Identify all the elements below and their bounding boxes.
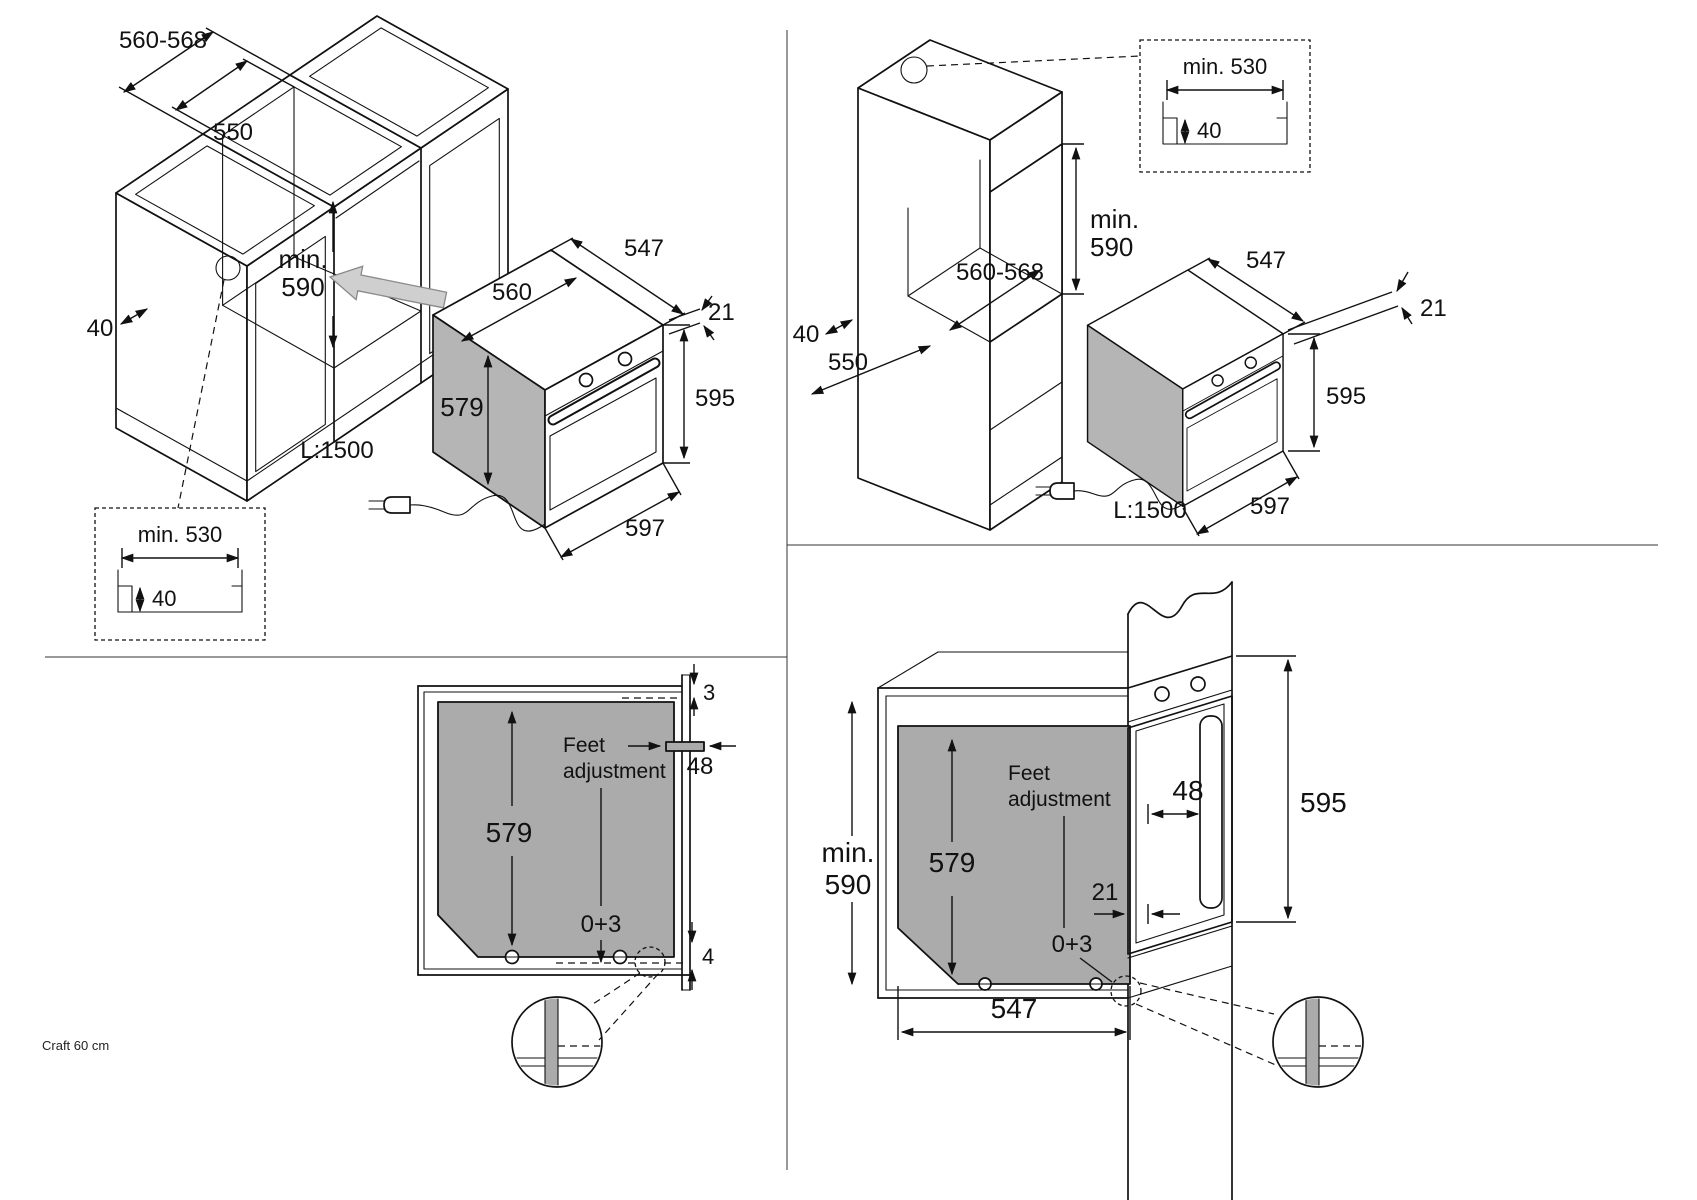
dim-label-3: 3 [703, 680, 715, 705]
dim-label-547: 547 [1246, 247, 1286, 274]
dimension-niche-width: 560-568 [118, 27, 291, 135]
dim-label-min: min. [822, 837, 875, 868]
inset-rail-label: 40 [152, 586, 176, 611]
oven-handle [1199, 715, 1223, 909]
cabinet-section [877, 687, 1129, 999]
dim-label-21: 21 [708, 299, 735, 326]
detail-marker-circle [900, 56, 928, 84]
feet-adjustment-label-2: adjustment [1008, 788, 1111, 811]
dim-label-min: min. [1090, 204, 1139, 234]
dim-label-547: 547 [991, 993, 1038, 1024]
dim-label-40: 40 [793, 321, 820, 348]
cable-length-label: L:1500 [1113, 497, 1186, 524]
dim-label-590: 590 [825, 869, 872, 900]
dim-label-niche-width: 560-568 [956, 259, 1044, 286]
dim-label-adjust-range: 0+3 [1052, 931, 1093, 958]
cable-length-label: L:1500 [300, 437, 373, 464]
mounting-bracket [665, 741, 705, 752]
dim-label-595: 595 [695, 385, 735, 412]
plug-icon [1049, 482, 1075, 500]
oven-knob-icon [1190, 676, 1206, 692]
dim-label-21: 21 [1092, 879, 1119, 906]
model-footnote: Craft 60 cm [42, 1038, 109, 1053]
oven-side-silhouette [437, 701, 675, 958]
break-line [1127, 581, 1233, 619]
niche-dimensions: min. 590 560-568 40 550 [793, 143, 1139, 395]
section-dimensions: min. 590 579 Feet adjustment 0+3 48 21 5… [822, 655, 1347, 1040]
dim-label-597: 597 [625, 515, 665, 542]
dim-label-adjust-range: 0+3 [581, 911, 622, 938]
dim-label-48: 48 [1172, 775, 1203, 806]
dim-label-40: 40 [87, 315, 114, 342]
detail-inset-rail: min. 530 40 [1139, 39, 1311, 173]
plug-icon [383, 496, 411, 514]
detail-circle [511, 996, 603, 1088]
cable-line [409, 494, 546, 532]
dim-label-590: 590 [1090, 232, 1133, 262]
quadrant-top-left: 560-568 550 min. 590 40 560 5 [87, 15, 735, 641]
dim-label-560: 560 [492, 279, 532, 306]
feet-adjustment-label-1: Feet [1008, 762, 1050, 785]
section-dimensions: 3 48 Feet adjustment 0+3 579 4 [486, 664, 736, 990]
oven-knob-icon [1154, 686, 1170, 702]
power-cable: L:1500 [1035, 478, 1187, 524]
dimension-front-rail: 40 [87, 308, 149, 342]
cable-line [1073, 478, 1184, 510]
dim-label-niche-inner: 550 [213, 119, 253, 146]
oven-tall-cabinet [1088, 270, 1284, 506]
inset-min-width-label: min. 530 [1183, 54, 1267, 79]
dim-label-niche-width: 560-568 [119, 27, 207, 54]
quadrant-dividers [45, 30, 1658, 1170]
dim-label-48: 48 [687, 753, 714, 780]
dim-label-550: 550 [828, 349, 868, 376]
quadrant-top-right: min. 530 40 min. 590 560-568 40 550 [793, 39, 1447, 537]
dimension-niche-height: min. 590 [278, 200, 338, 349]
corner-detail-callout [511, 946, 666, 1088]
detail-inset-rail: min. 530 40 [94, 507, 266, 641]
dim-label-21: 21 [1420, 295, 1447, 322]
inset-min-width-label: min. 530 [138, 522, 222, 547]
quadrant-bottom-right: min. 590 579 Feet adjustment 0+3 48 21 5… [822, 581, 1364, 1200]
dim-label-4: 4 [702, 944, 714, 969]
oven-door [1127, 695, 1233, 955]
detail-marker-circle [215, 255, 241, 281]
oven-dimensions: 560 547 579 595 597 21 [440, 235, 735, 561]
dim-label-min: min. [278, 244, 327, 274]
feet-adjustment-label-1: Feet [563, 734, 605, 757]
feet-adjustment-label-2: adjustment [563, 760, 666, 783]
dim-label-579: 579 [486, 817, 533, 848]
power-cable: L:1500 [300, 437, 546, 532]
oven-front-view [1127, 655, 1233, 999]
oven-dimensions: 547 21 595 597 [1182, 247, 1447, 537]
inset-rail-label: 40 [1197, 118, 1221, 143]
cabinet-door [255, 235, 326, 473]
dim-label-579: 579 [440, 392, 483, 422]
quadrant-bottom-left: 3 48 Feet adjustment 0+3 579 4 [417, 664, 736, 1088]
dimension-niche-inner-width: 550 [171, 58, 295, 146]
dim-label-547: 547 [624, 235, 664, 262]
dim-label-595: 595 [1326, 383, 1366, 410]
detail-circle [1272, 996, 1364, 1088]
dim-label-597: 597 [1250, 493, 1290, 520]
dim-label-590: 590 [281, 272, 324, 302]
insert-direction-arrow-icon [328, 265, 448, 309]
dim-label-579: 579 [929, 847, 976, 878]
corner-detail-callout [1110, 975, 1364, 1088]
dim-label-595: 595 [1300, 787, 1347, 818]
detail-leader [177, 279, 225, 509]
